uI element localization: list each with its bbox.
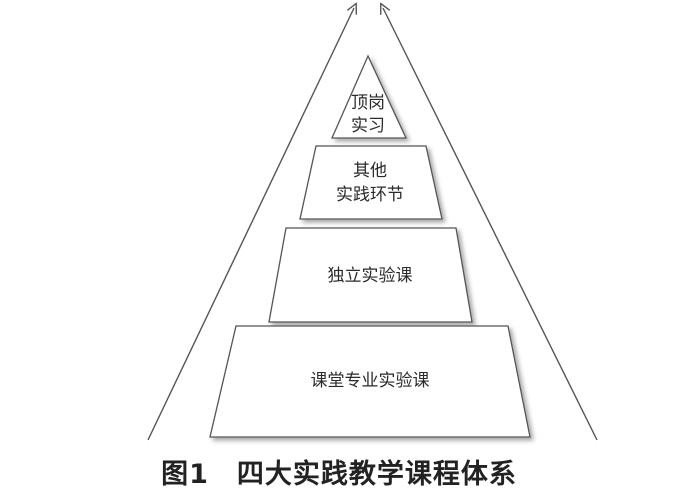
tier-top-label-line1: 顶岗 bbox=[351, 93, 385, 113]
tier-top-shape bbox=[331, 54, 408, 139]
tier-third-shape bbox=[268, 227, 473, 323]
tier-second-label-line2: 实践环节 bbox=[336, 185, 404, 205]
tier-bottom-shape bbox=[209, 325, 531, 438]
tier-third-label: 独立实验课 bbox=[328, 266, 413, 286]
tier-second-shape bbox=[299, 145, 443, 220]
tier-bottom-label: 课堂专业实验课 bbox=[311, 371, 430, 391]
figure-caption: 图1 四大实践教学课程体系 bbox=[161, 459, 517, 490]
right-arrow bbox=[383, 8, 598, 441]
left-arrow bbox=[147, 8, 354, 441]
tier-second-label-line1: 其他 bbox=[353, 161, 387, 181]
tier-top-label-line2: 实习 bbox=[351, 116, 385, 136]
